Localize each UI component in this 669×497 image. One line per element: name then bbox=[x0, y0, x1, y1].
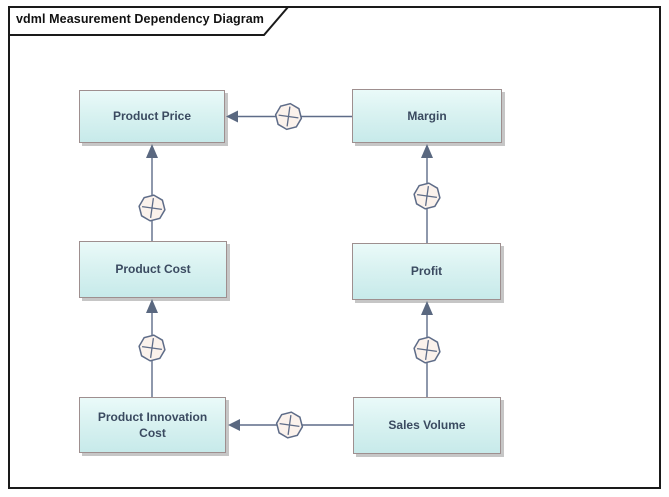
plus-octagon-icon bbox=[413, 182, 441, 210]
connector-profit-to-margin[interactable] bbox=[412, 144, 441, 243]
diagram-frame-title: vdml Measurement Dependency Diagram bbox=[16, 12, 265, 26]
connector-sales-volume-to-product-innovation-cost[interactable] bbox=[228, 410, 353, 439]
node-label: Profit bbox=[410, 264, 443, 279]
node-product-innovation-cost[interactable]: Product Innovation Cost bbox=[79, 397, 226, 453]
node-profit[interactable]: Profit bbox=[352, 243, 501, 300]
connector-margin-to-product-price[interactable] bbox=[226, 102, 352, 131]
node-margin[interactable]: Margin bbox=[352, 89, 502, 143]
node-product-price[interactable]: Product Price bbox=[79, 90, 225, 143]
node-label: Margin bbox=[407, 108, 447, 123]
node-label: Sales Volume bbox=[388, 418, 466, 433]
node-label: Product Price bbox=[112, 109, 192, 124]
plus-octagon-icon bbox=[138, 194, 166, 222]
node-sales-volume[interactable]: Sales Volume bbox=[353, 397, 501, 454]
connector-product-cost-to-product-price[interactable] bbox=[137, 144, 166, 241]
plus-octagon-icon bbox=[138, 334, 166, 362]
plus-octagon-icon bbox=[274, 102, 303, 131]
node-product-cost[interactable]: Product Cost bbox=[79, 241, 227, 298]
connector-sales-volume-to-profit[interactable] bbox=[412, 301, 441, 397]
node-label: Product Cost bbox=[115, 262, 191, 277]
plus-octagon-icon bbox=[413, 336, 441, 364]
connector-product-innovation-cost-to-product-cost[interactable] bbox=[137, 299, 166, 397]
plus-octagon-icon bbox=[275, 411, 304, 439]
node-label: Product Innovation Cost bbox=[97, 409, 208, 440]
